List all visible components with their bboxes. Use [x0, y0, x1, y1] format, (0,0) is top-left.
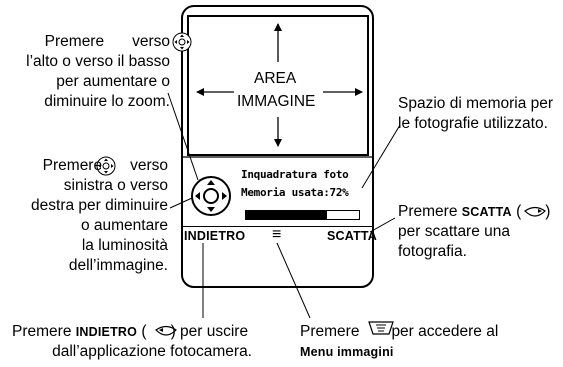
back-callout-paren-open: (	[141, 323, 147, 340]
softkey-left-inline-icon	[155, 325, 177, 336]
memory-callout-line1: Spazio di memoria per	[398, 95, 554, 112]
memory-progress-bar	[245, 210, 360, 220]
zoom-callout-line2: l’alto o verso il basso	[26, 53, 170, 70]
menu-callout-line2: Menu immagini	[300, 345, 394, 359]
shoot-callout-line2: per scattare una	[398, 223, 511, 240]
back-callout-key: INDIETRO	[75, 325, 138, 339]
screen-title: Inquadratura foto	[241, 168, 349, 181]
back-callout-line1-post: ) per uscire	[170, 323, 249, 340]
zoom-callout-line4: diminuire lo zoom.	[44, 93, 170, 110]
brightness-callout-line6: dell’immagine.	[68, 257, 168, 274]
menu-callout-line1-post: per accedere al	[391, 323, 499, 340]
nav-key-icon	[191, 176, 231, 216]
softkey-right-inline-icon	[524, 206, 546, 217]
softkey-separator	[183, 226, 372, 227]
brightness-callout-line3: destra per diminuire	[31, 197, 168, 214]
softkey-shoot[interactable]: SCATTA	[327, 229, 378, 243]
brightness-callout-line1-pre: Premere	[42, 157, 103, 174]
zoom-callout-line1-post: verso	[132, 33, 170, 50]
memory-callout: Spazio di memoria per le fotografie util…	[398, 94, 553, 134]
menu-callout-line1-pre: Premere	[300, 323, 360, 340]
memory-progress-fill	[246, 211, 328, 219]
shoot-callout: Premere SCATTA () per scattare una fotog…	[398, 202, 550, 262]
zoom-callout-line3: per aumentare o	[56, 73, 170, 90]
nav-key-inline-icon-2	[96, 156, 116, 176]
nav-key-inline-icon-1	[172, 32, 192, 52]
shoot-callout-paren-open: (	[516, 203, 522, 220]
shoot-callout-key: SCATTA	[461, 205, 512, 219]
softkey-back[interactable]: INDIETRO	[184, 229, 246, 243]
image-area-label-line2: IMMAGINE	[237, 93, 316, 110]
zoom-callout: Premere verso l’alto o verso il basso per…	[0, 32, 170, 112]
brightness-callout-line2: sinistra o verso	[63, 177, 168, 194]
back-callout: Premere INDIETRO ( ) per uscire dall’appl…	[12, 322, 252, 362]
shoot-callout-line1-pre: Premere	[398, 203, 458, 220]
back-callout-line2: dall’applicazione fotocamera.	[52, 343, 252, 360]
memory-used-label: Memoria usata:72%	[241, 186, 349, 199]
image-area-label-line1: AREA	[254, 70, 297, 87]
menu-key-icon[interactable]: ≡	[272, 226, 282, 243]
shoot-callout-line3: fotografia.	[398, 243, 467, 260]
zoom-callout-line1-pre: Premere	[44, 33, 105, 50]
back-callout-line1-pre: Premere	[12, 323, 72, 340]
brightness-callout-line1-post: verso	[130, 157, 168, 174]
menu-key-inline-icon	[368, 321, 394, 335]
brightness-callout-line5: la luminosità	[81, 237, 168, 254]
menu-callout: Premere per accedere al Menu immagini	[300, 322, 498, 362]
shoot-callout-paren-close: )	[545, 203, 551, 220]
brightness-callout: Premere verso sinistra o verso destra per…	[0, 156, 168, 276]
brightness-callout-line4: o aumentare	[80, 217, 168, 234]
image-area	[187, 15, 369, 156]
memory-callout-line2: le fotografie utilizzato.	[398, 115, 548, 132]
